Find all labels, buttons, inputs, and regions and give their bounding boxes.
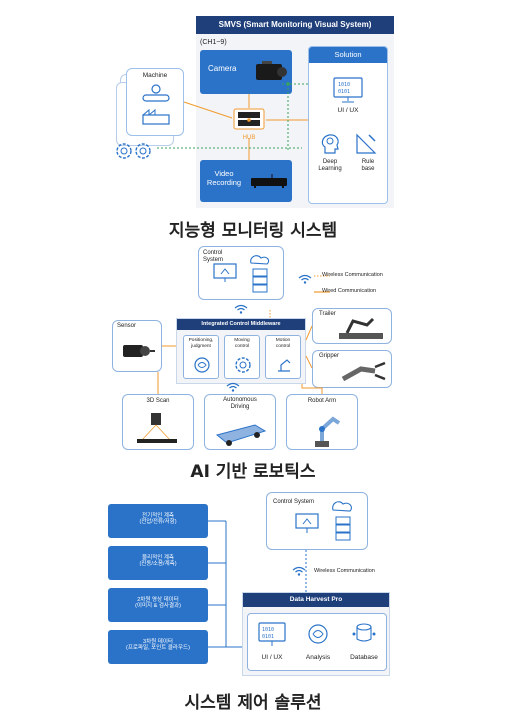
gears-icon: [116, 143, 151, 159]
monitor-code-icon-3: 1010 0101: [258, 622, 286, 646]
middleware-header: Integrated Control Middleware: [177, 319, 305, 330]
wireless-label-3: Wireless Communication: [314, 568, 375, 574]
section3-caption: 시스템 제어 솔루션: [184, 693, 322, 713]
dhp-modules: 1010 0101 UI / UX Analysis Database: [247, 613, 387, 671]
server-cloud-icon-3: [332, 501, 352, 541]
control-connectors: [208, 520, 307, 648]
legend-wired: Wired Communication: [322, 288, 377, 294]
database-label: Database: [350, 654, 378, 661]
svg-text:1010: 1010: [262, 627, 274, 633]
control-system-card: Control System: [198, 246, 284, 300]
robot-arm-card: Robot Arm: [286, 394, 358, 450]
scan-3d-label: 3D Scan: [146, 398, 170, 404]
brain-icon: [194, 357, 210, 373]
smvs-connectors: [157, 82, 308, 160]
measure-electric: 전기적인 계측 (전압/전류/저항): [108, 504, 208, 538]
autonomous-driving-card: Autonomous Driving: [204, 394, 276, 450]
brain-head-icon: [321, 134, 339, 154]
monitor-icon-3: [295, 513, 319, 533]
wifi-icon-4: [292, 566, 306, 576]
camera-box: Camera: [200, 50, 292, 94]
svg-text:0101: 0101: [262, 634, 274, 640]
moving-control-label: Moving control: [234, 338, 250, 349]
measure-physical: 물리적인 계측 (진동/소음/계측): [108, 546, 208, 580]
video-recording-label: Video Recording: [206, 169, 242, 187]
svg-text:0101: 0101: [338, 89, 350, 95]
rule-base-label: Rule base: [361, 159, 375, 172]
gripper-card: Gripper: [312, 350, 392, 388]
deep-learning-label: Deep Learning: [318, 159, 342, 172]
video-recording-box: Video Recording: [200, 160, 292, 202]
smvs-diagram: SMVS (Smart Monitoring Visual System) (C…: [112, 12, 394, 208]
server-cloud-icon: [250, 255, 270, 293]
machine-label: Machine: [142, 72, 168, 79]
control-solution-diagram: 전기적인 계측 (전압/전류/저항) 물리적인 계측 (진동/소음/계측) 2차…: [108, 490, 398, 678]
factory-icon: [142, 108, 170, 125]
wifi-icon-3: [226, 382, 240, 392]
robotics-connectors: [157, 310, 323, 394]
industrial-arm-icon: [315, 416, 341, 447]
control-system-label-3: Control System: [273, 499, 315, 505]
scan-3d-card: 3D Scan: [122, 394, 194, 450]
monitor-icon: [213, 263, 237, 282]
gripper-label: Gripper: [319, 353, 340, 359]
ui-ux-label: UI / UX: [337, 107, 359, 114]
solution-panel: Solution 1010 0101 UI / UX Deep Learning…: [308, 46, 388, 204]
gear-icon: [235, 357, 251, 373]
autonomous-label: Autonomous Driving: [223, 397, 257, 410]
svg-text:1010: 1010: [338, 82, 350, 88]
control-system-label: Control System: [203, 250, 224, 263]
analysis-label: Analysis: [305, 654, 331, 661]
data-2d-image: 2차원 영상 데이터 (이미지 & 검사결과): [108, 588, 208, 622]
section2-caption: AI 기반 로보틱스: [190, 462, 316, 482]
channel-label: (CH1~9): [200, 39, 227, 46]
camera-label: Camera: [208, 64, 237, 73]
ruler-pencil-icon: [356, 133, 377, 154]
control-system-card-3: Control System: [266, 492, 368, 550]
monitor-code-icon: 1010 0101: [333, 77, 363, 103]
scanner-icon: [137, 413, 177, 443]
motion-control-card: Motion control: [265, 335, 301, 379]
trailer-robot-icon: [339, 317, 383, 339]
smvs-header: SMVS (Smart Monitoring Visual System): [196, 16, 394, 34]
moving-control-card: Moving control: [224, 335, 260, 379]
gripper-arm-icon: [341, 361, 386, 382]
data-3d-profile: 3차원 데이터 (프로파일, 포인트 클라우드): [108, 630, 208, 664]
conveyor-gear-icon: [142, 84, 170, 102]
legend-wireless: Wireless Communication: [322, 272, 383, 278]
positioning-label: Positioning, judgment: [188, 338, 214, 349]
positioning-card: Positioning, judgment: [183, 335, 219, 379]
database-network-icon: [352, 623, 376, 642]
trailer-label: Trailer: [319, 311, 336, 317]
dhp-header: Data Harvest Pro: [243, 593, 389, 607]
legend-lines: [314, 275, 330, 293]
trailer-card: Trailer: [312, 308, 392, 344]
dhp-panel: Data Harvest Pro 1010 0101 UI / UX Analy…: [242, 592, 390, 676]
sensor-label: Sensor: [117, 323, 137, 329]
sensor-card: Sensor: [112, 320, 162, 372]
solution-header: Solution: [309, 47, 387, 63]
robot-arm-icon: [278, 359, 291, 372]
camera-icon: [256, 61, 287, 80]
brain-chip-icon: [308, 624, 328, 644]
middleware-panel: Integrated Control Middleware Positionin…: [176, 318, 306, 384]
wifi-icon-2: [234, 304, 248, 314]
sensor-device-icon: [123, 345, 155, 357]
machine-card: Machine: [126, 68, 184, 136]
agv-icon: [215, 424, 267, 446]
section1-caption: 지능형 모니터링 시스템: [168, 221, 338, 241]
robotics-diagram: Control System Wireless Communication Wi…: [112, 246, 396, 450]
wifi-icon: [298, 274, 312, 284]
recorder-icon: [251, 174, 287, 188]
ui-ux-label-3: UI / UX: [261, 654, 283, 661]
robot-arm-label: Robot Arm: [307, 398, 337, 404]
motion-control-label: Motion control: [275, 338, 291, 349]
